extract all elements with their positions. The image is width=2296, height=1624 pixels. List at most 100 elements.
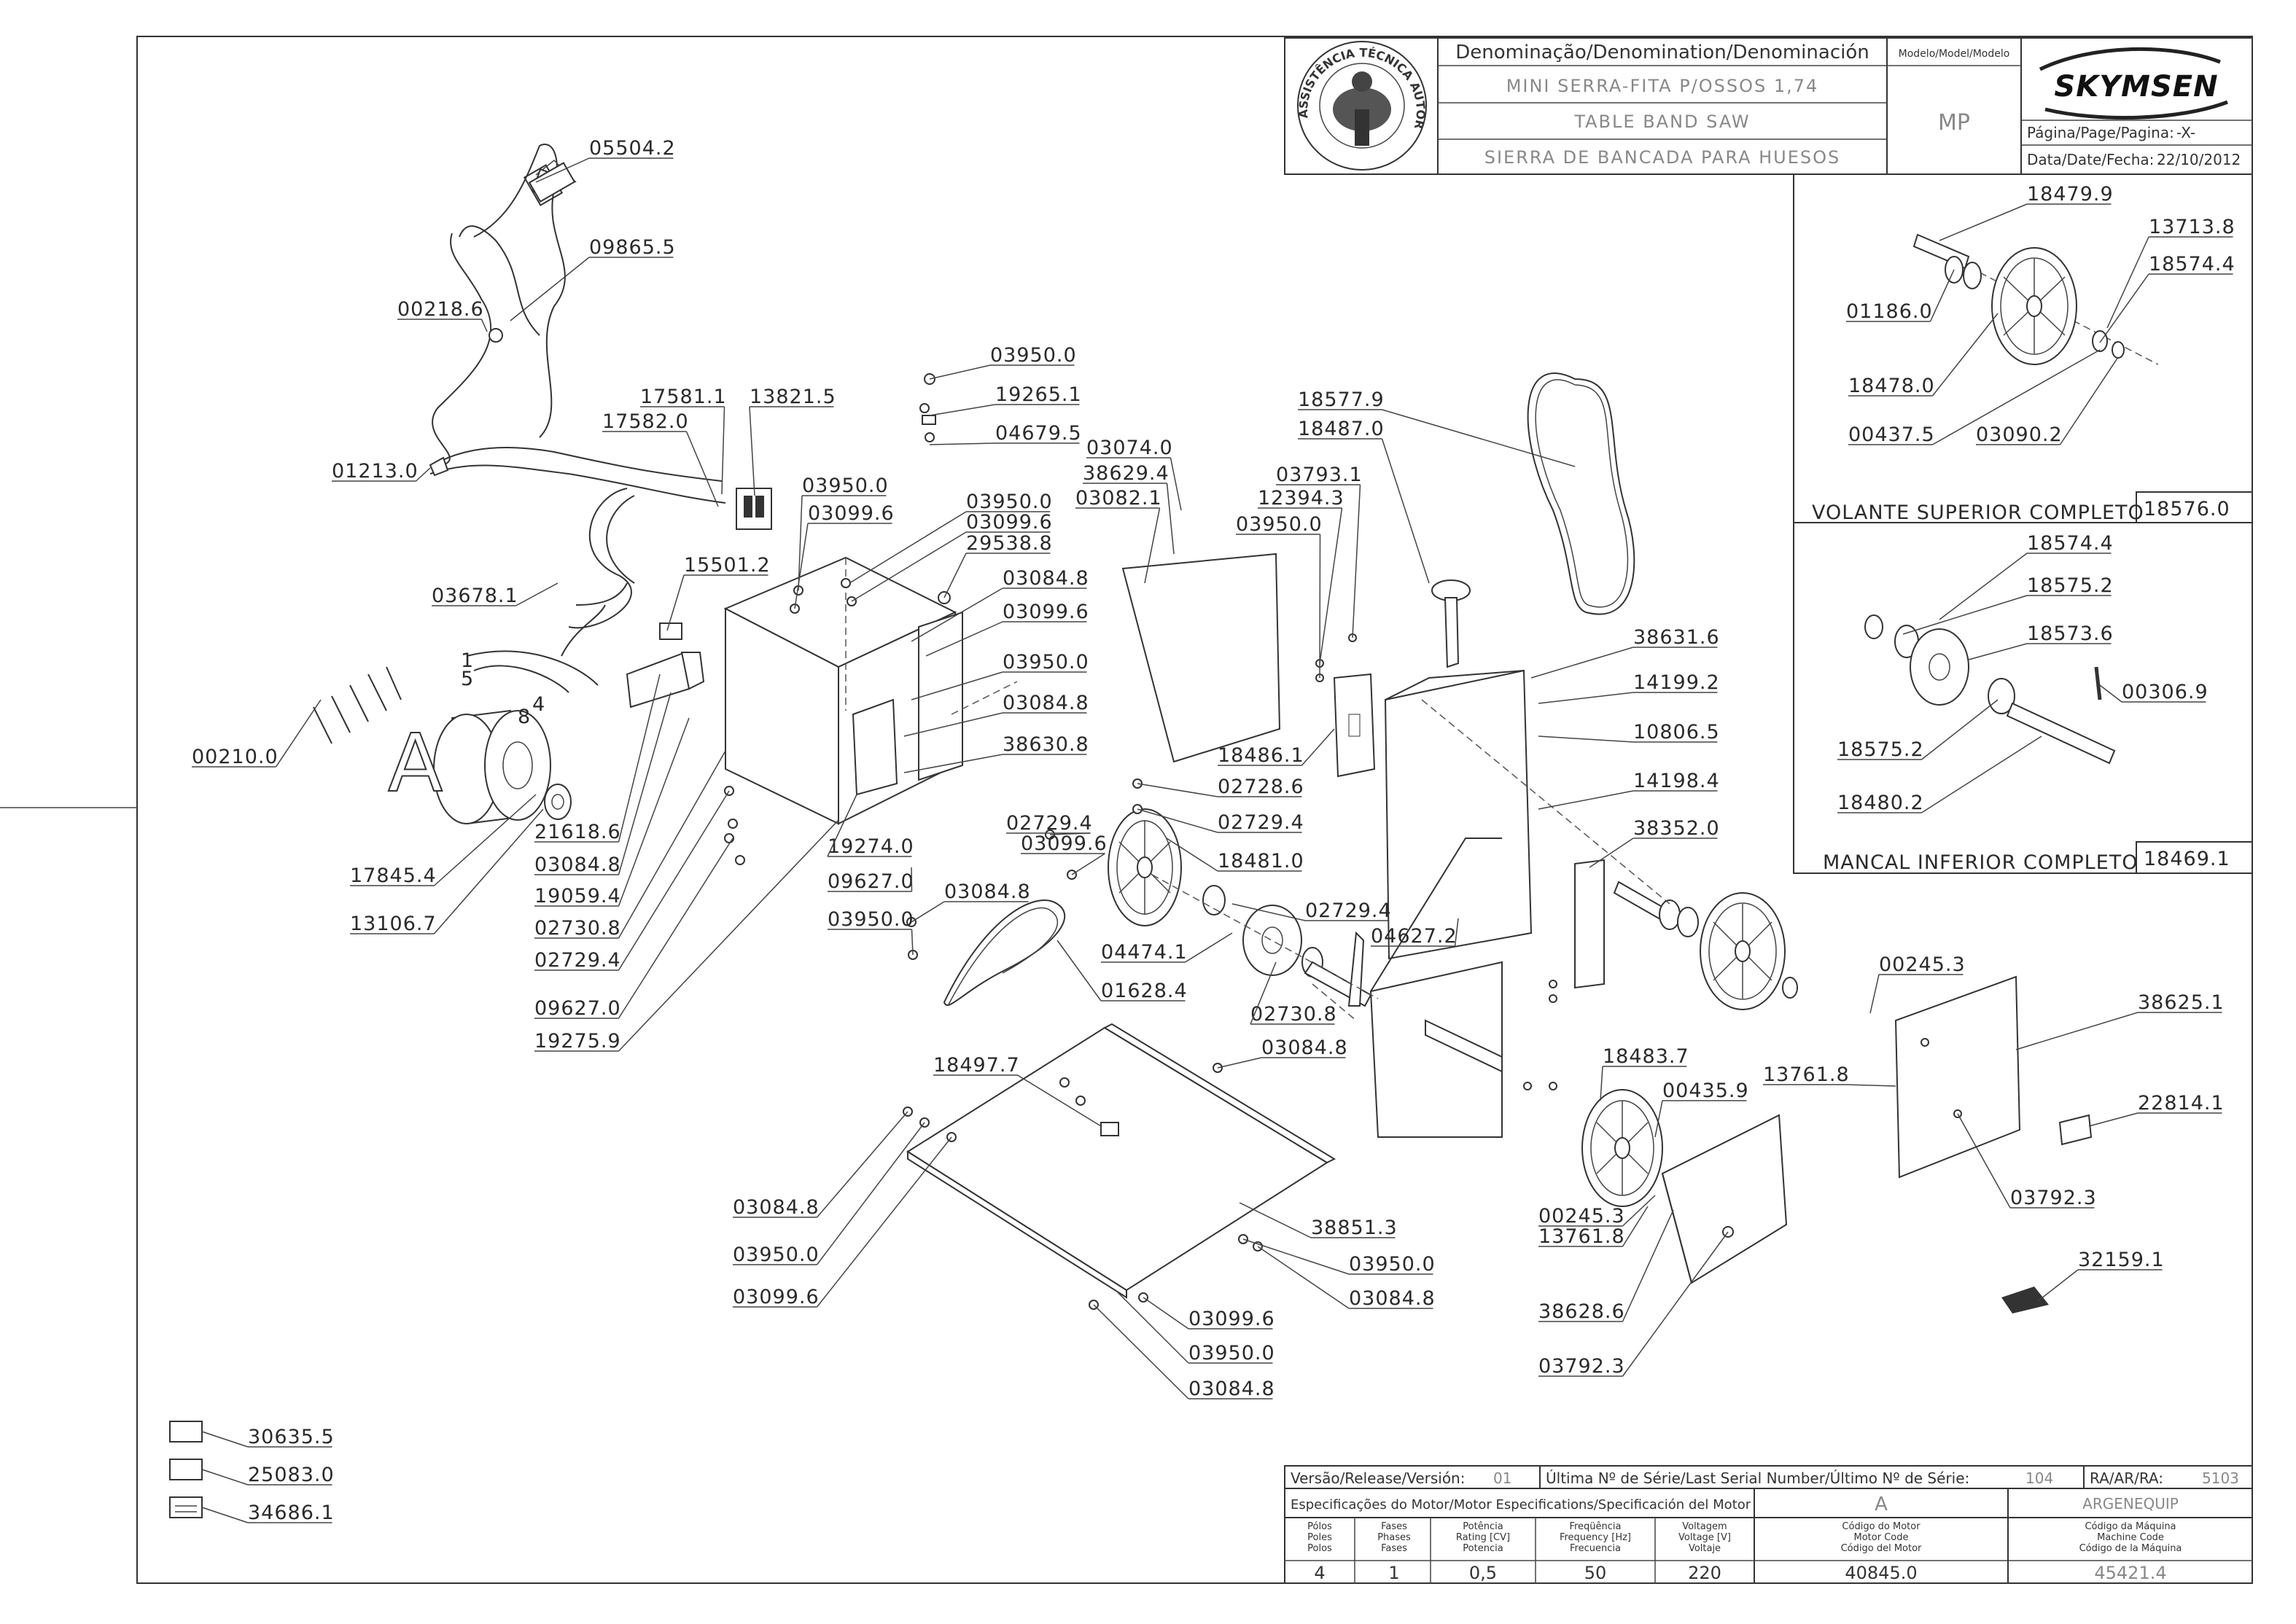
leader-line — [618, 838, 733, 1019]
leader-line — [851, 531, 967, 602]
saw-blade — [1527, 372, 1635, 615]
ra-value: 5103 — [2202, 1469, 2239, 1487]
wire-number-5: 5 — [461, 668, 474, 690]
leader-line — [1538, 735, 1634, 743]
part-label: 03084.8 — [733, 1196, 820, 1219]
motor-letter-A: A — [388, 717, 443, 810]
lower-wheel-right — [1581, 1089, 1663, 1207]
part-label: 18574.4 — [2149, 253, 2235, 276]
leader-line — [1622, 1195, 1656, 1227]
leader-line — [1454, 918, 1459, 947]
part-label: 04474.1 — [1101, 941, 1188, 964]
part-label: 01186.0 — [1846, 300, 1933, 323]
part-label: 18577.9 — [1298, 389, 1385, 411]
part-label: 18480.2 — [1837, 792, 1924, 814]
part-label: 01213.0 — [332, 460, 419, 483]
leader-line — [1257, 1246, 1350, 1309]
part-label: 18573.6 — [2027, 622, 2114, 645]
leader-line — [1921, 735, 2042, 813]
part-label: 38630.8 — [1003, 733, 1089, 756]
part-label: 38629.4 — [1083, 462, 1170, 485]
leader-line — [1170, 457, 1182, 511]
leader-line — [201, 1507, 249, 1523]
part-label: 02728.6 — [1218, 776, 1304, 798]
leader-line — [721, 406, 725, 495]
part-label: 02729.4 — [1218, 811, 1304, 834]
leader-line — [2037, 1269, 2079, 1302]
part-label: 34686.1 — [248, 1502, 335, 1524]
legend-symbols: A — [169, 716, 443, 1518]
leader-line — [1654, 1100, 1663, 1138]
footer-col-header: Código do Motor — [1842, 1521, 1921, 1532]
leader-line — [943, 553, 967, 598]
leader-line — [903, 712, 1003, 737]
footer-col-value: 0,5 — [1469, 1563, 1497, 1583]
part-label: 03950.0 — [828, 908, 914, 931]
leader-line — [2099, 684, 2122, 703]
leader-line — [1301, 728, 1335, 766]
footer-col-header: Voltagem — [1682, 1521, 1727, 1532]
leader-line — [1957, 1113, 2011, 1209]
leader-line — [1921, 699, 1999, 760]
leader-line — [618, 717, 690, 907]
work-table — [906, 1023, 1336, 1299]
footer-col-value: 4 — [1314, 1563, 1325, 1583]
serial-label: Última Nº de Série/Last Serial Number/Úl… — [1546, 1469, 1969, 1487]
footer-col-header: Motor Code — [1854, 1532, 1909, 1543]
part-label: 12394.3 — [1258, 487, 1344, 510]
bearing-housing — [1202, 885, 1372, 1007]
machine-name-es: SIERRA DE BANCADA PARA HUESOS — [1484, 147, 1841, 168]
footer-spec-table: Versão/Release/Versión: 01 Última Nº de … — [1284, 1465, 2253, 1584]
leader-line — [1242, 1238, 1350, 1275]
part-label: 02729.4 — [1006, 812, 1093, 835]
leader-line — [929, 442, 996, 445]
footer-col-header: Código de la Máquina — [2079, 1543, 2182, 1554]
title-block: ASSISTÊNCIA TÉCNICA AUTORIZADA Denominaç… — [0, 0, 2253, 175]
part-label: 10806.5 — [1633, 721, 1720, 743]
version-label: Versão/Release/Versión: — [1291, 1469, 1465, 1487]
part-label: 02730.8 — [1250, 1003, 1337, 1026]
part-label: 03950.0 — [1003, 651, 1089, 674]
page-value: -X- — [2176, 124, 2195, 141]
footer-col-header: Machine Code — [2097, 1532, 2164, 1543]
leader-line — [618, 692, 672, 875]
date-value: 22/10/2012 — [2157, 151, 2241, 168]
part-label: 02730.8 — [534, 917, 621, 940]
leader-line — [1622, 1231, 1729, 1377]
leader-line — [2088, 1112, 2139, 1127]
part-label: 03950.0 — [966, 491, 1053, 513]
footer-col-header: Código da Máquina — [2085, 1521, 2176, 1532]
leader-line — [1589, 838, 1634, 868]
leader-line — [1093, 1304, 1189, 1399]
part-label: 03950.0 — [1236, 513, 1323, 536]
part-label: 18486.1 — [1218, 744, 1304, 767]
label-plate — [659, 622, 682, 640]
part-label: 03950.0 — [733, 1244, 820, 1266]
footer-col-header: Fases — [1381, 1521, 1407, 1532]
leader-line — [515, 582, 559, 606]
leader-line — [911, 587, 1003, 642]
leader-line — [1530, 647, 1634, 679]
leader-line — [1056, 940, 1102, 1002]
serial-value: 104 — [2025, 1469, 2053, 1487]
leader-line — [1902, 595, 2028, 635]
part-label: 18575.2 — [1837, 738, 1924, 761]
leader-line — [2106, 236, 2149, 329]
part-label: 09627.0 — [828, 870, 914, 893]
part-label: 00245.3 — [1538, 1205, 1625, 1227]
leader-line — [911, 671, 1003, 700]
part-label: 21618.6 — [534, 821, 621, 843]
part-label: 03792.3 — [2010, 1187, 2097, 1209]
motor-letter: A — [1875, 1494, 1888, 1515]
leader-line — [535, 157, 590, 183]
leader-line — [1929, 269, 1955, 322]
footer-col-header: Voltaje — [1689, 1543, 1721, 1554]
part-label: 03084.8 — [1003, 692, 1089, 714]
leader-line — [1137, 808, 1218, 833]
brand-wordmark: SKYMSEN — [2054, 70, 2218, 104]
svg-text:ASSISTÊNCIA TÉCNICA AUTORIZADA: ASSISTÊNCIA TÉCNICA AUTORIZADA — [0, 0, 1428, 130]
version-value: 01 — [1493, 1469, 1511, 1487]
volante-superior-code: 18576.0 — [2144, 498, 2230, 520]
leader-line — [2099, 273, 2149, 343]
footer-col-header: Fases — [1381, 1543, 1407, 1554]
